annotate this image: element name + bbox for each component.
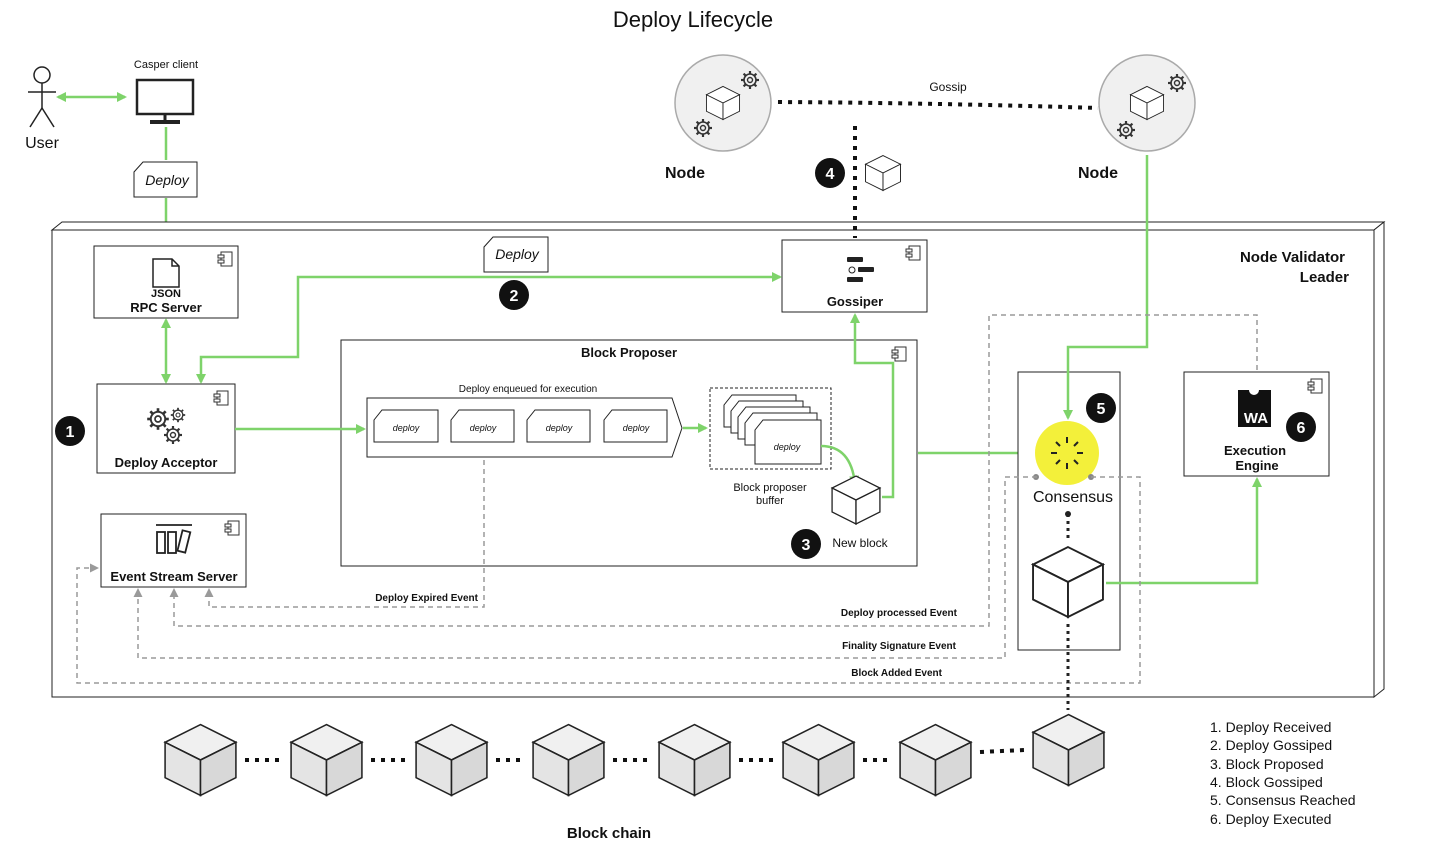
json-file-icon bbox=[152, 258, 180, 288]
blockchain-label: Block chain bbox=[567, 825, 651, 842]
block-gossiper-arrow bbox=[850, 313, 895, 499]
block-added-event-label: Block Added Event bbox=[851, 668, 942, 679]
step-badge-1 bbox=[55, 416, 85, 446]
legend-item-5: 5. Consensus Reached bbox=[1210, 792, 1356, 808]
deploy-acceptor-box bbox=[96, 383, 236, 474]
node-right-label: Node bbox=[1078, 165, 1118, 182]
chain-block-8 bbox=[1032, 713, 1105, 787]
step-badge-5 bbox=[1086, 393, 1116, 423]
buffer-label-line1: Block proposer bbox=[733, 482, 807, 494]
user-actor-icon bbox=[28, 66, 56, 128]
step-badge-1-label: 1 bbox=[66, 424, 75, 441]
node-right bbox=[1098, 54, 1196, 152]
legend-item-4: 4. Block Gossiped bbox=[1210, 774, 1323, 790]
queue-deploy-3 bbox=[526, 409, 591, 443]
wasm-logo-icon bbox=[1238, 390, 1271, 427]
queue-deploy-4-label: deploy bbox=[623, 423, 650, 433]
step-badge-3-label: 3 bbox=[802, 537, 811, 554]
event-stream-server-label: Event Stream Server bbox=[110, 569, 237, 584]
event-stream-icon bbox=[156, 524, 192, 554]
chain-block-5 bbox=[658, 723, 731, 797]
step-badge-5-label: 5 bbox=[1097, 401, 1106, 418]
buffer-deploy-stack bbox=[723, 394, 822, 465]
step-badge-2-label: 2 bbox=[510, 288, 519, 305]
queue-deploy-1 bbox=[373, 409, 439, 443]
queue-deploy-2 bbox=[450, 409, 515, 443]
deploy-queue bbox=[366, 397, 683, 458]
step-badge-3 bbox=[791, 529, 821, 559]
chain-block-3 bbox=[415, 723, 488, 797]
legend-item-6: 6. Deploy Executed bbox=[1210, 811, 1331, 827]
deploy-acceptor-label: Deploy Acceptor bbox=[115, 455, 218, 470]
gossiper-box bbox=[781, 239, 928, 313]
execution-engine-label-2: Engine bbox=[1235, 458, 1278, 473]
step-badge-2 bbox=[499, 280, 529, 310]
queue-deploy-4 bbox=[603, 409, 668, 443]
diagram-title: Deploy Lifecycle bbox=[613, 7, 773, 32]
deploy-tag-gossip-label: Deploy bbox=[495, 246, 540, 262]
chain-block-1 bbox=[164, 723, 237, 797]
deploy-queue-label: Deploy enqueued for execution bbox=[459, 384, 597, 395]
step-badge-6-label: 6 bbox=[1297, 420, 1306, 437]
node-left bbox=[674, 54, 772, 152]
rpc-server-label: RPC Server bbox=[130, 300, 202, 315]
monitor-icon bbox=[135, 78, 195, 124]
step-badge-4-label: 4 bbox=[826, 166, 835, 183]
gossiper-icon bbox=[847, 257, 874, 282]
blockchain bbox=[164, 713, 1105, 797]
legend-item-2: 2. Deploy Gossiped bbox=[1210, 737, 1332, 753]
node-consensus-arrow bbox=[1063, 155, 1149, 420]
deploy-tag-client-label: Deploy bbox=[145, 172, 190, 188]
step-badge-4 bbox=[815, 158, 845, 188]
deploy-processed-event-label: Deploy processed Event bbox=[841, 608, 958, 619]
step-badge-6 bbox=[1286, 412, 1316, 442]
gossiped-block-icon bbox=[865, 155, 901, 191]
buffer-label-line2: buffer bbox=[756, 495, 784, 507]
block-proposer-buffer bbox=[709, 387, 832, 470]
node-validator-subtitle: Leader bbox=[1300, 269, 1349, 286]
block-execution-arrow bbox=[1106, 477, 1262, 585]
chain-block-7 bbox=[899, 723, 972, 797]
block-added-event-route bbox=[76, 476, 1141, 684]
legend-item-1: 1. Deploy Received bbox=[1210, 719, 1331, 735]
consensus-glow bbox=[1035, 421, 1099, 485]
gossiper-label: Gossiper bbox=[827, 294, 883, 309]
queue-deploy-3-label: deploy bbox=[546, 423, 573, 433]
deploy-expired-event-route bbox=[204, 460, 485, 608]
execution-engine-label-1: Execution bbox=[1224, 443, 1286, 458]
deploy-processed-event-route bbox=[169, 314, 1258, 627]
new-block-label: New block bbox=[832, 536, 888, 550]
buffer-deploy-label: deploy bbox=[774, 442, 801, 452]
legend: 1. Deploy Received 2. Deploy Gossiped 3.… bbox=[1210, 719, 1356, 827]
deploy-tag-client bbox=[133, 161, 198, 198]
block-proposer-title: Block Proposer bbox=[581, 345, 677, 360]
chain-block-2 bbox=[290, 723, 363, 797]
legend-item-3: 3. Block Proposed bbox=[1210, 756, 1324, 772]
gossip-link bbox=[777, 100, 1099, 110]
consensus-label: Consensus bbox=[1033, 489, 1113, 506]
gossip-label: Gossip bbox=[929, 80, 967, 94]
rpc-json-label: JSON bbox=[151, 288, 181, 300]
chain-block-6 bbox=[782, 723, 855, 797]
acceptor-gossiper-arrow bbox=[196, 272, 782, 384]
queue-deploy-1-label: deploy bbox=[393, 423, 420, 433]
deploy-expired-event-label: Deploy Expired Event bbox=[375, 593, 478, 604]
node-left-label: Node bbox=[665, 165, 705, 182]
casper-client-label: Casper client bbox=[134, 59, 198, 71]
chain-block-4 bbox=[532, 723, 605, 797]
spinner-icon bbox=[1051, 437, 1083, 469]
wasm-logo-text: WA bbox=[1244, 410, 1268, 427]
node-validator-title: Node Validator bbox=[1240, 249, 1345, 266]
finality-signature-event-route bbox=[133, 476, 1037, 659]
queue-deploy-2-label: deploy bbox=[470, 423, 497, 433]
user-label: User bbox=[25, 135, 59, 152]
finality-signature-event-label: Finality Signature Event bbox=[842, 641, 957, 652]
